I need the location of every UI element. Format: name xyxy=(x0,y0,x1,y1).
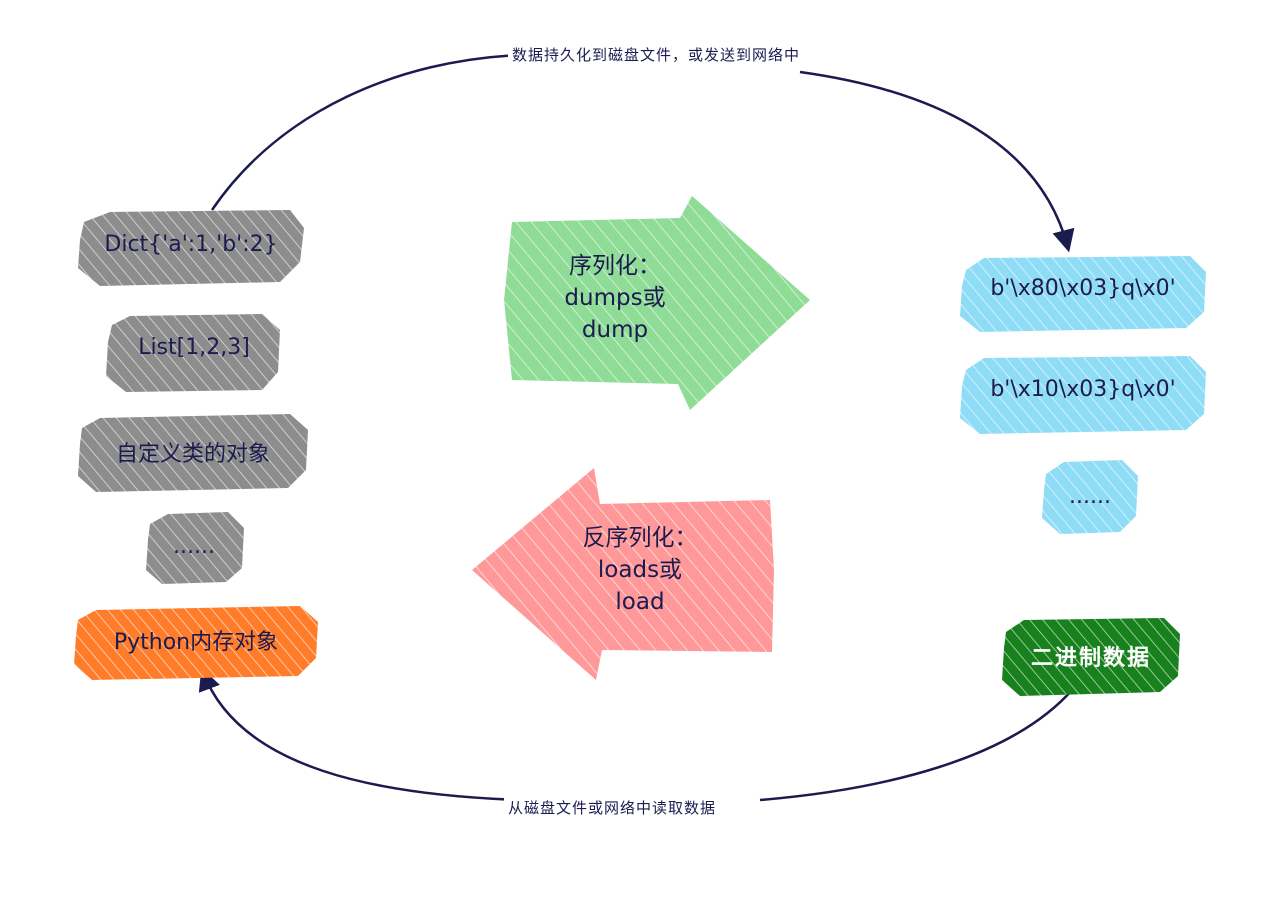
custom-object-box xyxy=(78,414,308,492)
left-ellipsis-label: ...... xyxy=(173,534,215,559)
top-edge-label: 数据持久化到磁盘文件，或发送到网络中 xyxy=(508,44,805,65)
custom-object-label: 自定义类的对象 xyxy=(115,442,270,467)
dict-label: Dict{'a':1,'b':2} xyxy=(104,232,278,257)
serialize-arrow xyxy=(504,196,810,410)
binary-data-label: 二进制数据 xyxy=(1030,646,1151,671)
deserialize-text: 反序列化： loads或 load xyxy=(560,522,720,618)
list-box xyxy=(106,314,280,392)
deserialize-method-2: load xyxy=(615,589,665,615)
python-object-box xyxy=(74,606,318,680)
python-object-label: Python内存对象 xyxy=(113,630,279,655)
serialize-text: 序列化： dumps或 dump xyxy=(540,250,690,346)
bottom-connector-arrow xyxy=(203,672,1073,802)
top-connector-arrow xyxy=(210,53,1068,248)
bytes-label-2: b'\x10\x03}q\x0' xyxy=(990,377,1176,402)
bytes-label-1: b'\x80\x03}q\x0' xyxy=(990,276,1176,301)
bottom-edge-label: 从磁盘文件或网络中读取数据 xyxy=(504,797,721,818)
serialize-method-1: dumps或 xyxy=(564,285,666,311)
right-ellipsis-label: ...... xyxy=(1069,484,1111,509)
deserialize-title: 反序列化： xyxy=(582,525,698,551)
left-ellipsis-box xyxy=(146,512,244,584)
deserialize-method-1: loads或 xyxy=(597,557,683,583)
binary-data-box xyxy=(1002,618,1180,696)
list-label: List[1,2,3] xyxy=(138,335,250,360)
serialize-title: 序列化： xyxy=(569,253,661,279)
deserialize-arrow xyxy=(472,468,774,680)
serialize-method-2: dump xyxy=(581,317,649,343)
dict-box xyxy=(78,210,304,286)
bytes-box-2 xyxy=(960,356,1206,434)
bytes-box-1 xyxy=(960,256,1206,332)
right-ellipsis-box xyxy=(1042,460,1138,534)
